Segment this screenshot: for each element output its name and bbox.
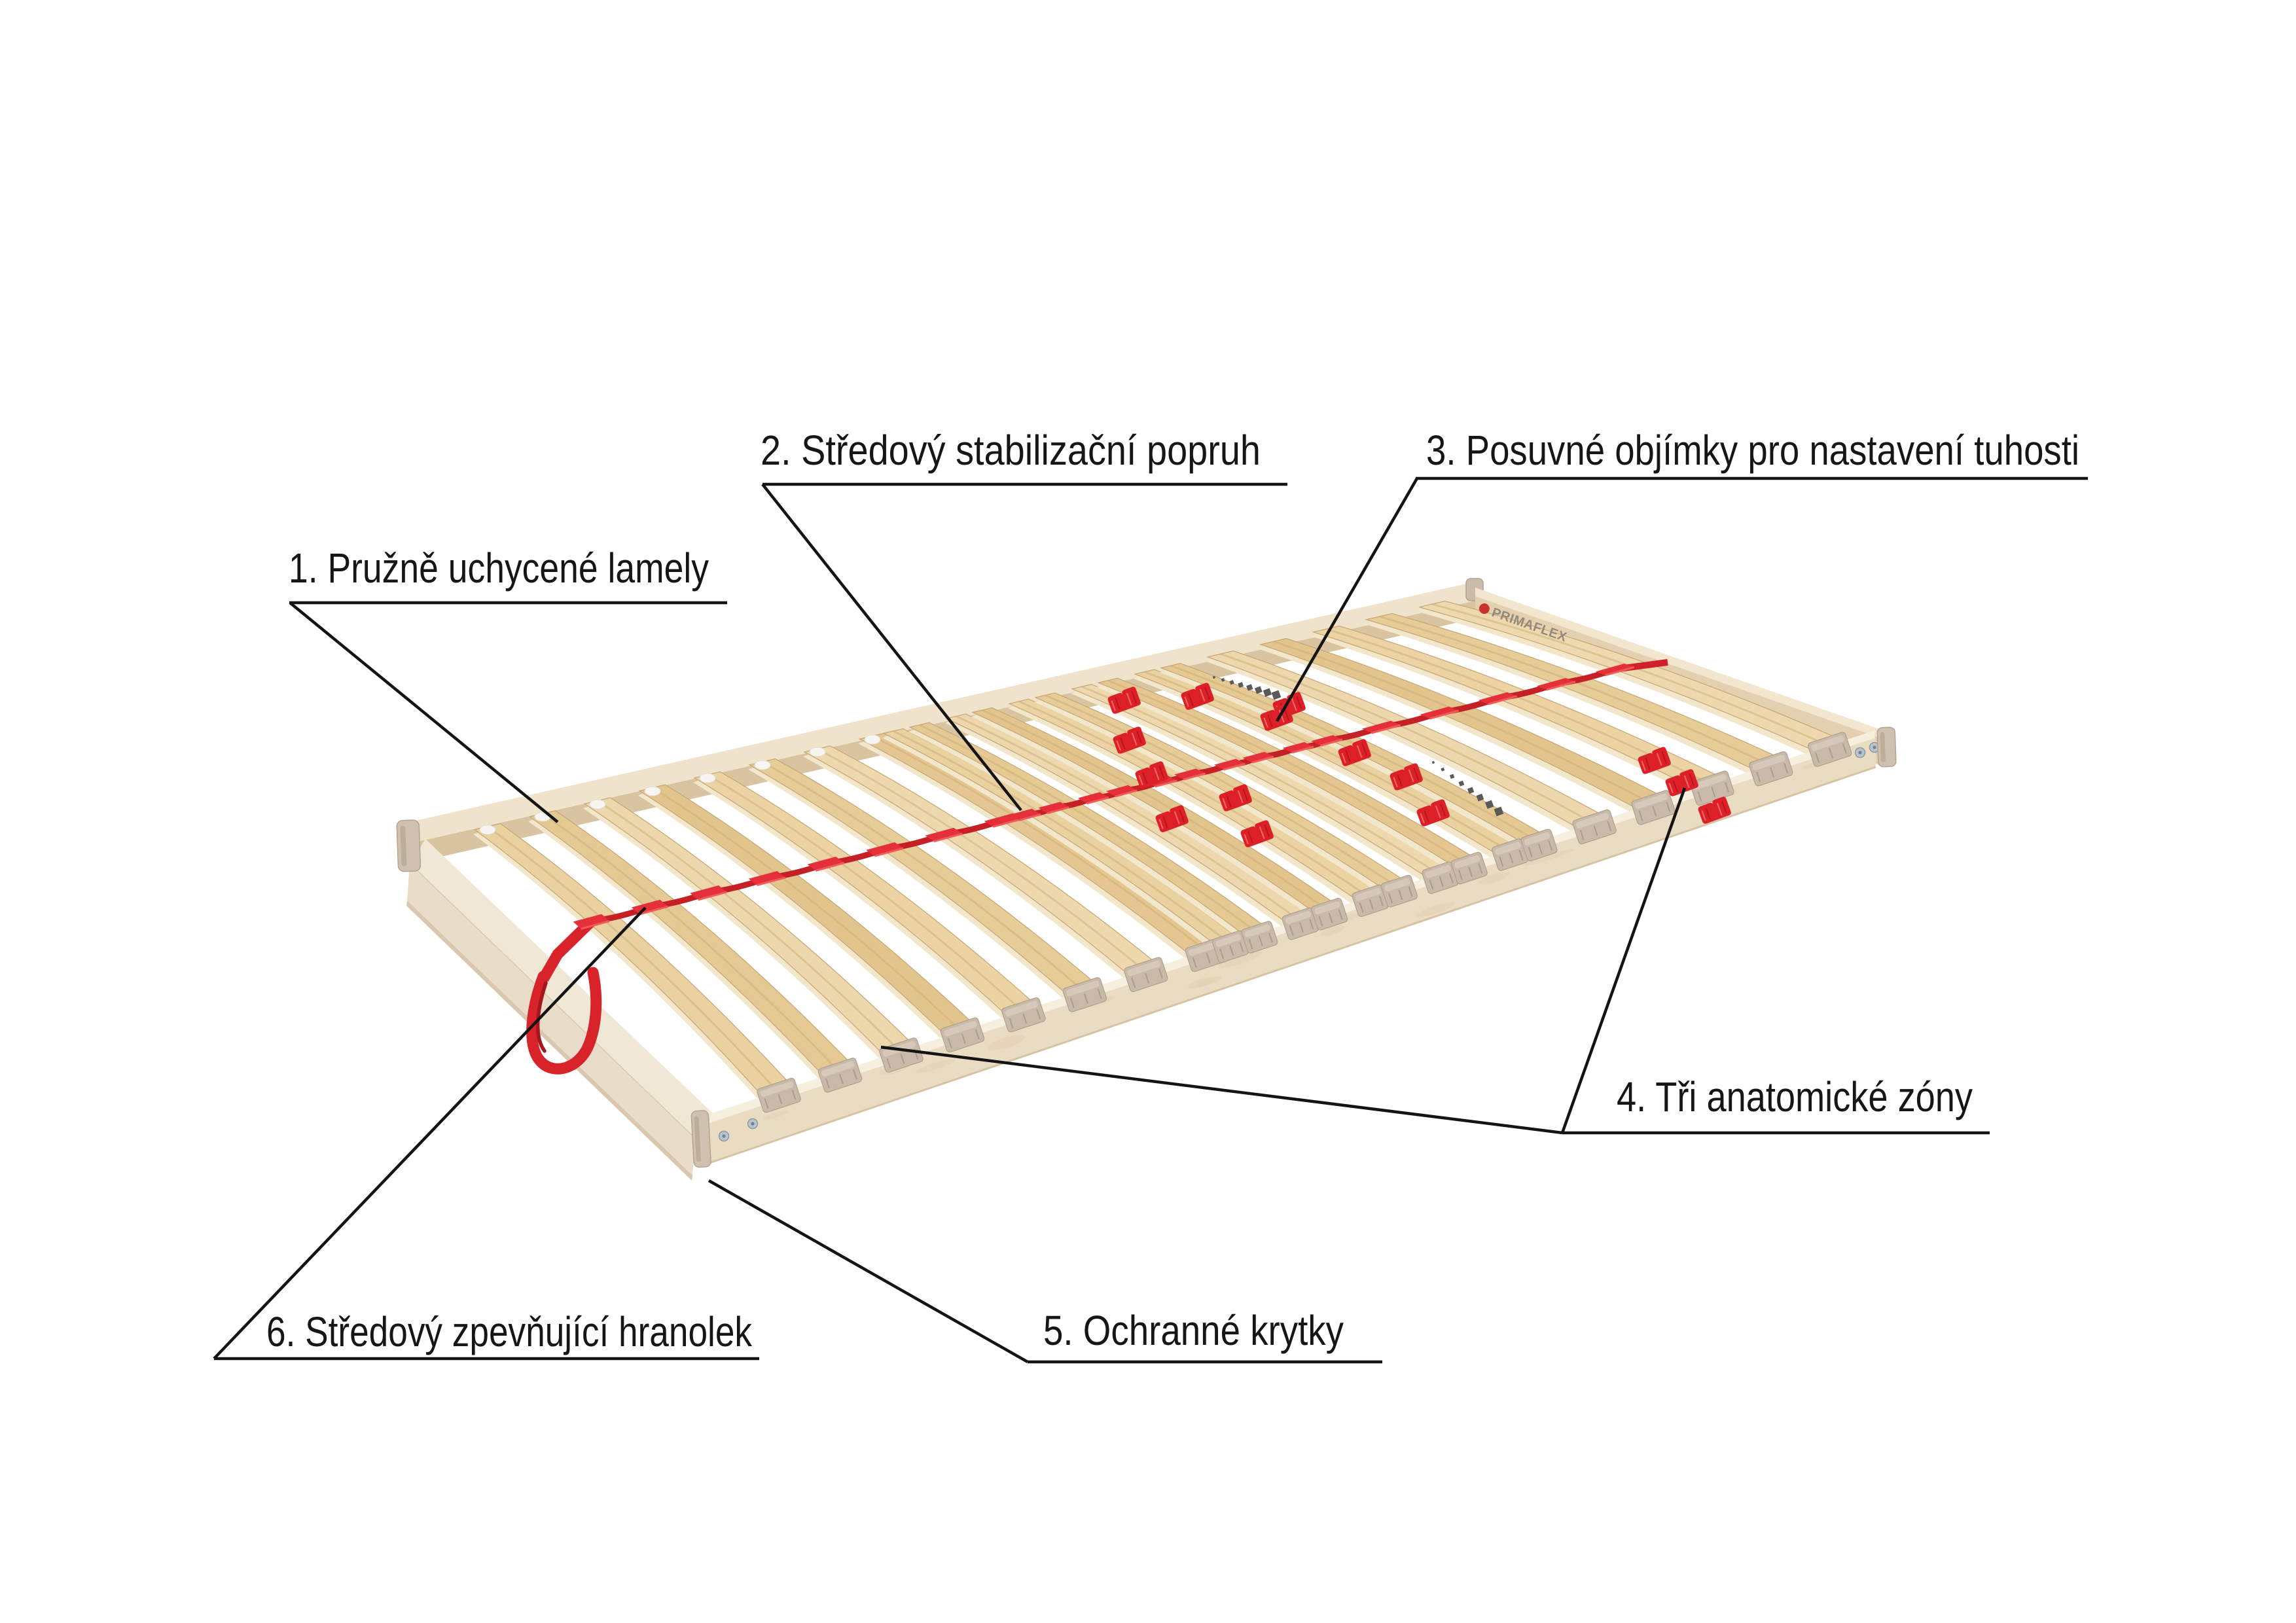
svg-text:6. Středový zpevňující hranole: 6. Středový zpevňující hranolek	[266, 1308, 753, 1355]
svg-text:5. Ochranné krytky: 5. Ochranné krytky	[1043, 1307, 1344, 1354]
svg-text:4. Tři anatomické zóny: 4. Tři anatomické zóny	[1617, 1073, 1973, 1120]
svg-text:3. Posuvné objímky pro nastave: 3. Posuvné objímky pro nastavení tuhosti	[1426, 427, 2079, 474]
svg-text:1. Pružně uchycené lamely: 1. Pružně uchycené lamely	[289, 544, 709, 592]
svg-text:2. Středový stabilizační popr: 2. Středový stabilizační popruh	[761, 427, 1261, 474]
